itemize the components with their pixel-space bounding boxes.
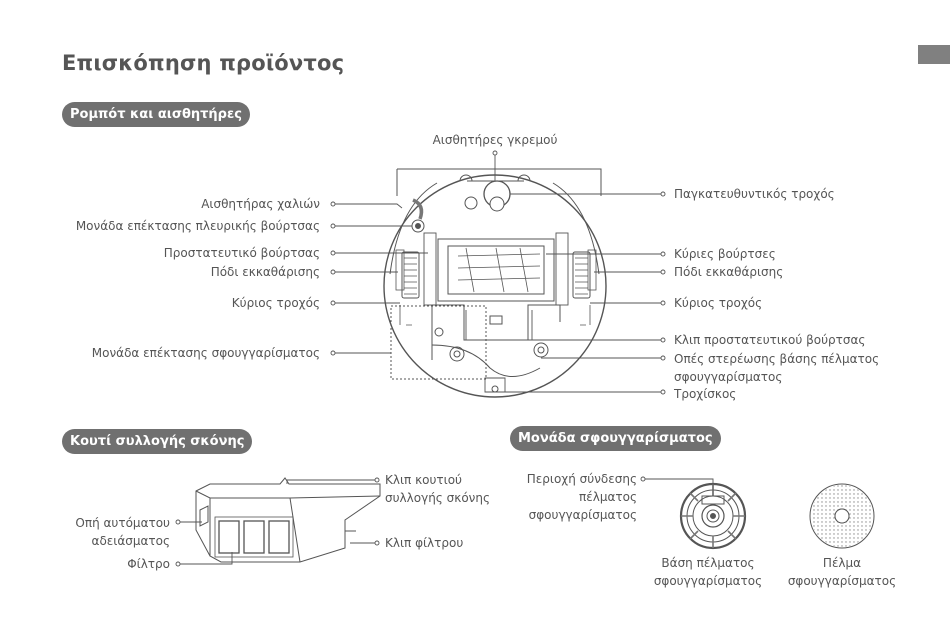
page-tab-marker: [918, 45, 950, 64]
label-connect-line3: σφουγγαρίσματος: [528, 508, 637, 522]
label-main-wheel-left: Κύριος τροχός: [231, 296, 320, 310]
label-auto-empty-line2: αδειάσματος: [91, 534, 170, 548]
label-connect-line1: Περιοχή σύνδεσης: [526, 472, 637, 486]
section-robot-sensors: Ρομπότ και αισθητήρες: [62, 102, 250, 127]
label-connect-line2: πέλματος: [579, 490, 637, 504]
label-carpet-sensor: Αισθητήρας χαλιών: [201, 197, 320, 211]
label-mop-holes-line1: Οπές στερέωσης βάσης πέλματος: [674, 352, 880, 366]
label-brush-guard: Προστατευτικό βούρτσας: [163, 246, 320, 260]
label-mop-module: Μονάδα επέκτασης σφουγγαρίσματος: [91, 346, 320, 360]
label-brush-guard-clip: Κλιπ προστατευτικού βούρτσας: [674, 333, 866, 347]
label-mop-base-line1: Βάση πέλματος: [661, 556, 755, 570]
label-caster: Τροχίσκος: [674, 387, 737, 401]
label-mop-pad-line1: Πέλμα: [822, 556, 862, 570]
dustbin-illustration: [195, 477, 381, 563]
label-omni-wheel: Παγκατευθυντικός τροχός: [674, 187, 835, 201]
page-title: Επισκόπηση προϊόντος: [62, 51, 345, 75]
label-main-wheel-right: Κύριος τροχός: [674, 296, 763, 310]
label-mop-base-line2: σφουγγαρίσματος: [653, 574, 763, 588]
label-auto-empty-line1: Οπή αυτόματου: [75, 516, 170, 530]
label-filter: Φίλτρο: [127, 557, 170, 571]
label-filter-clip: Κλιπ φίλτρου: [385, 536, 464, 550]
label-side-brush-module: Μονάδα επέκτασης πλευρικής βούρτσας: [75, 219, 320, 233]
label-cliff-sensors: Αισθητήρες γκρεμού: [432, 133, 558, 147]
section-mop-module: Μονάδα σφουγγαρίσματος: [510, 426, 721, 451]
label-cleaning-foot-left: Πόδι εκκαθάρισης: [210, 265, 320, 279]
robot-illustration: [383, 168, 607, 398]
label-cleaning-foot-right: Πόδι εκκαθάρισης: [674, 265, 784, 279]
label-main-brushes: Κύριες βούρτσες: [674, 247, 776, 261]
section-dustbin: Κουτί συλλογής σκόνης: [62, 429, 253, 454]
label-bin-clip-line1: Κλιπ κουτιού: [385, 473, 462, 487]
label-mop-pad-line2: σφουγγαρίσματος: [787, 574, 897, 588]
label-mop-holes-line2: σφουγγαρίσματος: [674, 370, 783, 384]
label-bin-clip-line2: συλλογής σκόνης: [385, 491, 491, 505]
